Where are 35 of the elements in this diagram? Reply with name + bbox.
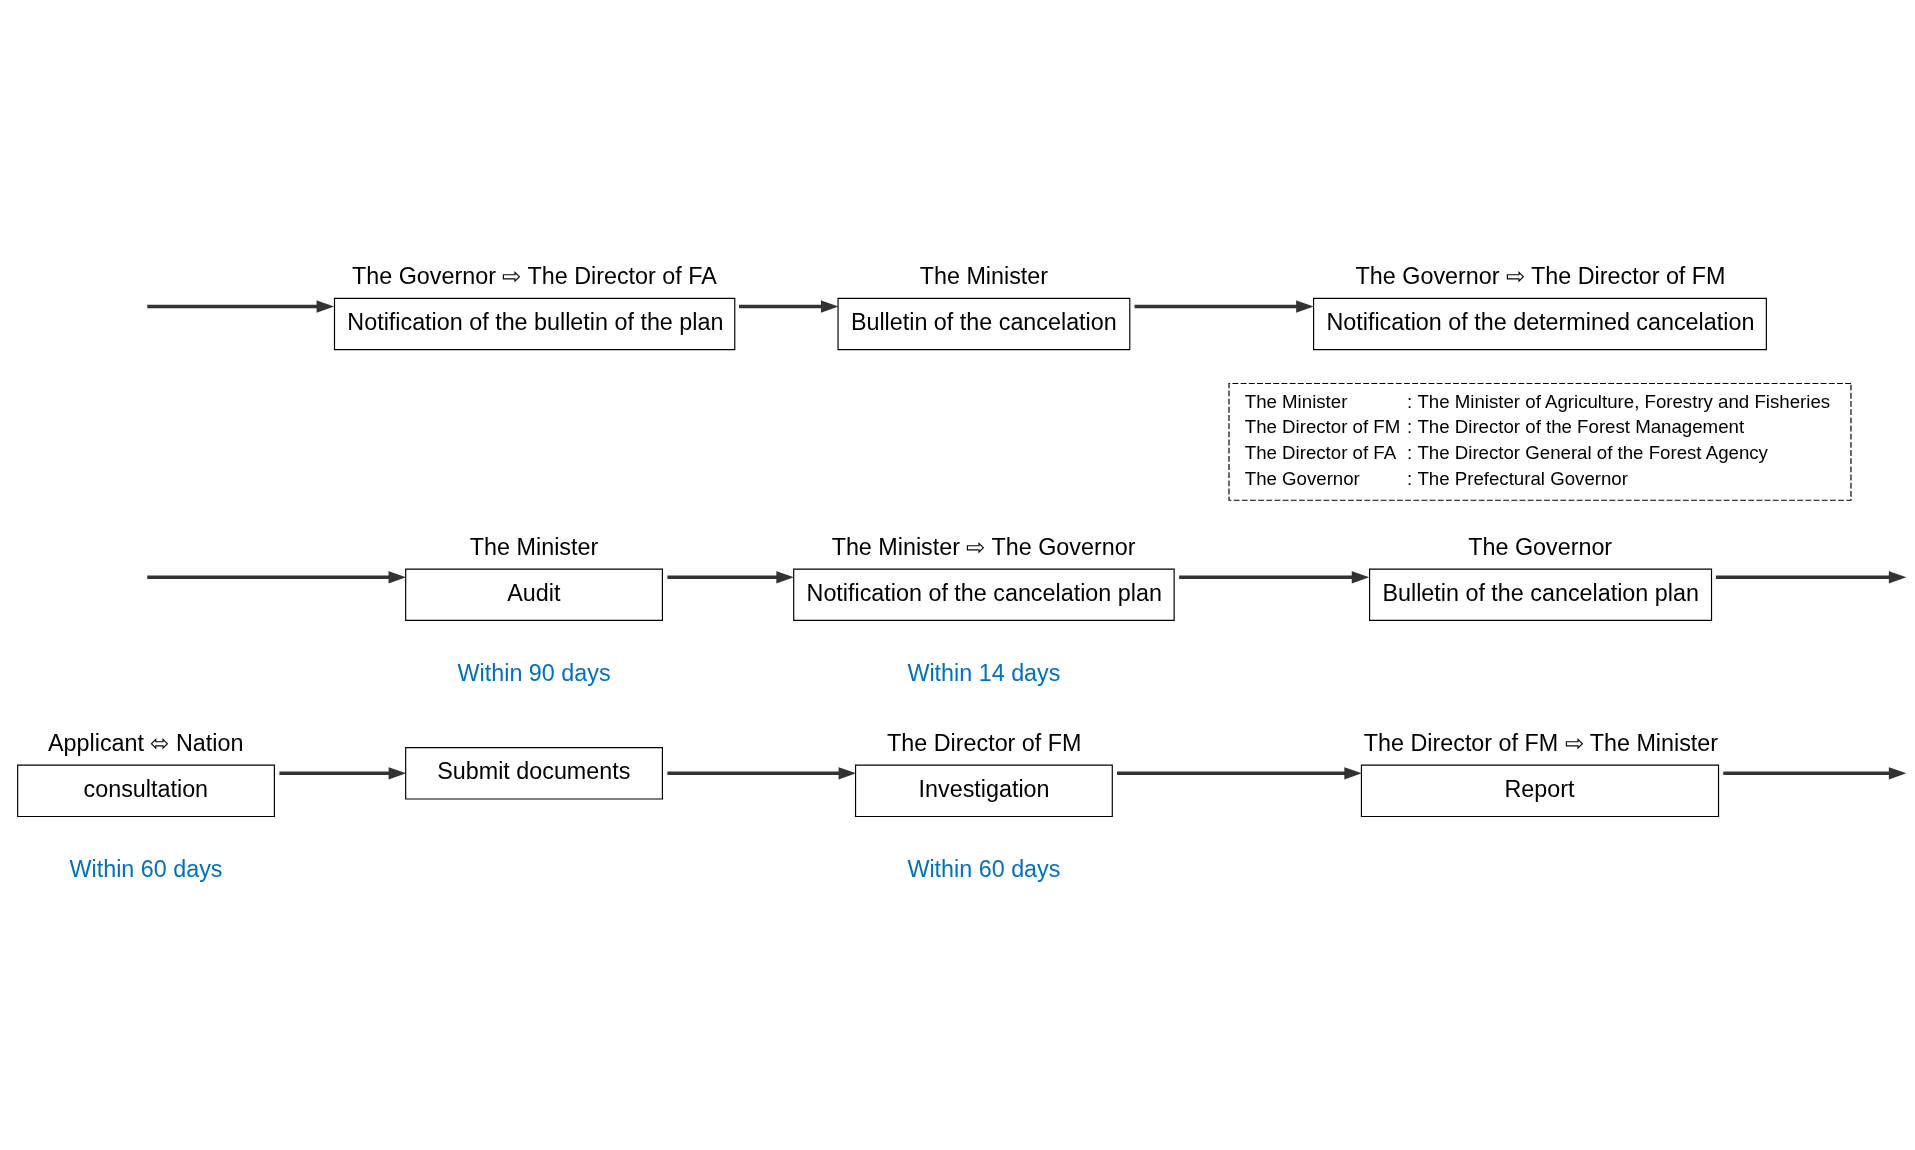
node-label: The Director of FM (887, 729, 1082, 756)
arrow (667, 570, 794, 583)
label: Within 60 days (69, 855, 223, 882)
node-box: Submit documents (405, 746, 663, 800)
node-box: The Minister : The Minister of Agriculture, Forestry and Fisheries The Director of FM : The Director of the Forest Management The Director of FA : The Director General of the Forest Agency The Governor : The Prefectural Governor (1228, 382, 1852, 501)
node-label: Applicant ⬄ Nation (48, 729, 244, 756)
node-box: Notification of the cancelation plan (793, 568, 1175, 621)
arrow (667, 766, 857, 779)
label: Within 90 days (457, 659, 611, 686)
arrow (147, 570, 407, 583)
node-label: The Governor ⇨ The Director of FM (1355, 262, 1726, 289)
node-box: Notification of the determined cancelation (1313, 297, 1767, 350)
arrow (1134, 299, 1314, 313)
label: Within 14 days (907, 659, 1061, 686)
arrow (1715, 570, 1907, 583)
node-box: Bulletin of the cancelation (837, 297, 1131, 350)
node-label: The Minister (469, 533, 599, 560)
node-box: Investigation (854, 764, 1113, 817)
node-label: The Director of FM ⇨ The Minister (1363, 729, 1719, 756)
node-box: consultation (17, 764, 275, 817)
arrow (279, 766, 407, 779)
label: Within 60 days (907, 855, 1061, 882)
arrow (147, 299, 335, 313)
node-label: The Governor (1468, 533, 1613, 560)
node-box: Bulletin of the cancelation plan (1369, 568, 1713, 621)
arrow (739, 299, 839, 313)
node-label: The Governor ⇨ The Director of FA (352, 262, 717, 289)
node-label: The Minister (919, 262, 1049, 289)
arrow (1117, 766, 1362, 779)
node-box: Notification of the bulletin of the plan (333, 297, 736, 350)
node-box: Audit (405, 568, 663, 621)
node-box: Report (1360, 764, 1720, 817)
node-label: The Minister ⇨ The Governor (831, 533, 1136, 560)
arrow (1179, 570, 1370, 583)
arrow (1723, 766, 1907, 779)
